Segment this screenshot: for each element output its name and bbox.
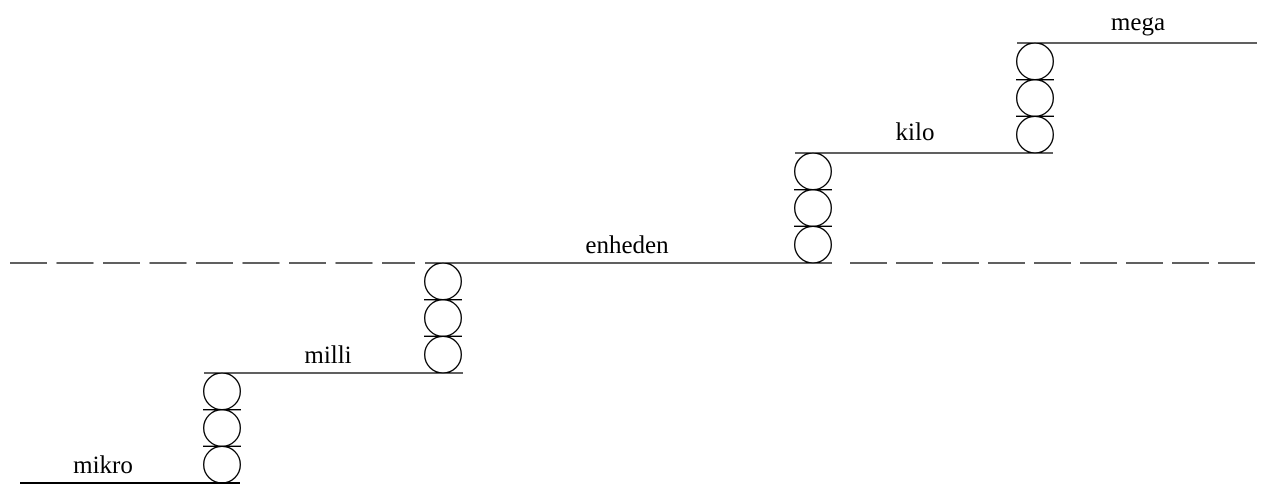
step-circle xyxy=(1016,42,1054,81)
step-circle xyxy=(203,445,241,484)
step-circle xyxy=(794,225,832,264)
level-label-kilo: kilo xyxy=(896,119,935,146)
level-label-mega: mega xyxy=(1111,9,1165,36)
level-label-enheden: enheden xyxy=(585,232,669,259)
step-circle xyxy=(424,262,462,301)
step-circle xyxy=(1016,115,1054,154)
step-circle xyxy=(794,152,832,191)
step-circle xyxy=(203,372,241,411)
level-label-mikro: mikro xyxy=(73,452,133,479)
step-circle xyxy=(794,189,832,227)
step-circle xyxy=(424,335,462,374)
level-label-milli: milli xyxy=(304,342,351,369)
step-circle xyxy=(203,409,241,447)
step-circle xyxy=(424,299,462,337)
step-circle xyxy=(1016,79,1054,117)
